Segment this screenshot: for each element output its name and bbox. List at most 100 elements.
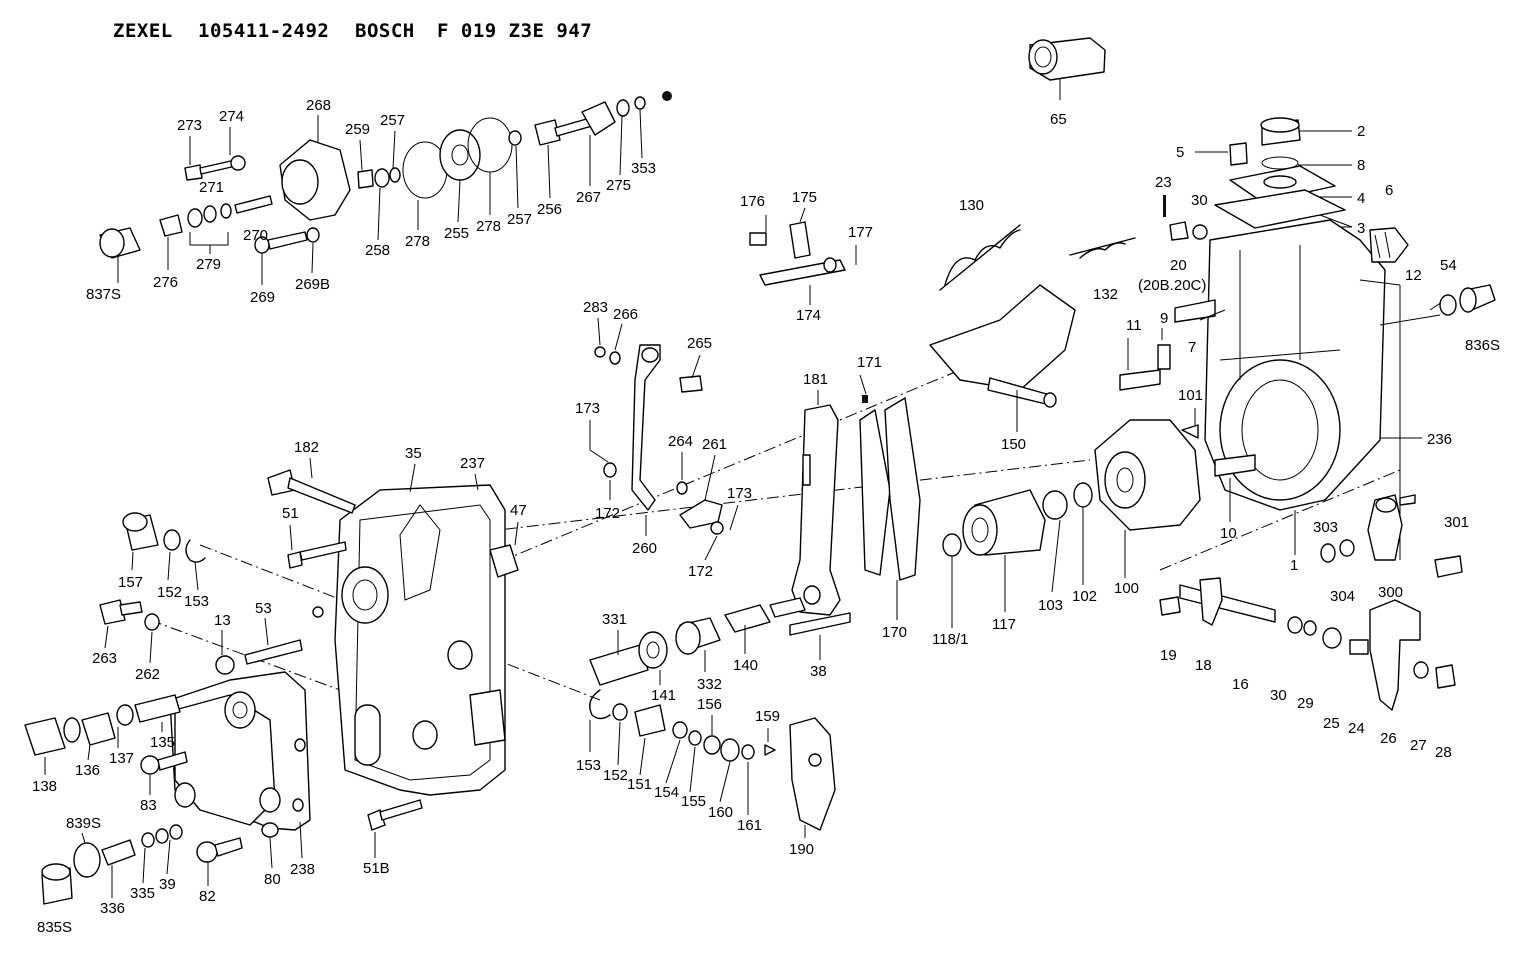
label-335: 335: [130, 885, 155, 902]
label-30-bottom: 30: [1270, 687, 1287, 704]
label-182: 182: [294, 439, 319, 456]
title-part-bosch: F 019 Z3E 947: [437, 20, 592, 42]
label-236: 236: [1427, 431, 1452, 448]
label-117: 117: [992, 616, 1016, 633]
label-18: 18: [1195, 657, 1212, 674]
part-labels: 65 2 5 8 4 23 30 3 6 20 (20B.20C) 12 54 …: [32, 97, 1500, 936]
label-257-bottom: 257: [507, 211, 532, 228]
label-6: 6: [1385, 182, 1393, 199]
label-24: 24: [1348, 720, 1365, 737]
label-268: 268: [306, 97, 331, 114]
label-29: 29: [1297, 695, 1314, 712]
label-173-right: 173: [727, 485, 752, 502]
label-176: 176: [740, 193, 765, 210]
label-238: 238: [290, 861, 315, 878]
label-260: 260: [632, 540, 657, 557]
label-100: 100: [1114, 580, 1139, 597]
label-138: 138: [32, 778, 57, 795]
label-160: 160: [708, 804, 733, 821]
bolts-left: [215, 469, 356, 675]
lever-300-group: [1320, 494, 1463, 578]
label-258: 258: [365, 242, 390, 259]
label-173-left: 173: [575, 400, 600, 417]
label-275: 275: [606, 177, 631, 194]
label-270: 270: [243, 227, 268, 244]
label-39: 39: [159, 876, 176, 893]
bracket-174: [749, 221, 846, 286]
left-fitting-group: [24, 694, 188, 775]
label-257-top: 257: [380, 112, 405, 129]
label-30-top: 30: [1191, 192, 1208, 209]
label-51: 51: [282, 505, 299, 522]
label-835S: 835S: [37, 919, 72, 936]
label-171: 171: [857, 354, 882, 371]
label-23: 23: [1155, 174, 1172, 191]
label-65: 65: [1050, 111, 1067, 128]
label-839S: 839S: [66, 815, 101, 832]
label-255: 255: [444, 225, 469, 242]
label-152-bottom: 152: [603, 767, 628, 784]
label-151: 151: [627, 776, 652, 793]
label-256: 256: [537, 201, 562, 218]
label-2: 2: [1357, 123, 1365, 140]
label-259: 259: [345, 121, 370, 138]
label-4: 4: [1357, 190, 1365, 207]
label-331: 331: [602, 611, 627, 628]
label-177: 177: [848, 224, 873, 241]
label-353: 353: [631, 160, 656, 177]
label-20: 20: [1170, 257, 1187, 274]
flyweight-100: [1094, 419, 1201, 531]
label-150: 150: [1001, 436, 1026, 453]
label-20bc: (20B.20C): [1138, 277, 1206, 294]
label-172-right: 172: [688, 563, 713, 580]
label-8: 8: [1357, 157, 1365, 174]
label-278-right: 278: [476, 218, 501, 235]
top-left-diaphragm-group: [99, 91, 672, 259]
label-174: 174: [796, 307, 821, 324]
label-265: 265: [687, 335, 712, 352]
label-332: 332: [697, 676, 722, 693]
label-266: 266: [613, 306, 638, 323]
label-278-left: 278: [405, 233, 430, 250]
label-157: 157: [118, 574, 143, 591]
label-261: 261: [702, 436, 727, 453]
label-181: 181: [803, 371, 828, 388]
label-267: 267: [576, 189, 601, 206]
label-175: 175: [792, 189, 817, 206]
title-maker-bosch: BOSCH: [355, 20, 415, 42]
label-25: 25: [1323, 715, 1340, 732]
governor-cover-assembly: [1119, 117, 1496, 560]
label-300: 300: [1378, 584, 1403, 601]
label-83: 83: [140, 797, 157, 814]
label-3: 3: [1357, 220, 1365, 237]
label-27: 27: [1410, 737, 1427, 754]
label-130: 130: [959, 197, 984, 214]
label-274: 274: [219, 108, 244, 125]
label-136: 136: [75, 762, 100, 779]
title-maker-zexel: ZEXEL: [113, 20, 173, 42]
label-154: 154: [654, 784, 679, 801]
label-82: 82: [199, 888, 216, 905]
label-51B: 51B: [363, 860, 390, 877]
label-7: 7: [1188, 339, 1196, 356]
front-cover-238-80: [169, 671, 311, 838]
part-65-nut: [1028, 37, 1106, 100]
label-336: 336: [100, 900, 125, 917]
label-28: 28: [1435, 744, 1452, 761]
label-1: 1: [1290, 557, 1298, 574]
label-190: 190: [789, 841, 814, 858]
label-303: 303: [1313, 519, 1338, 536]
label-161: 161: [737, 817, 762, 834]
label-47: 47: [510, 502, 527, 519]
label-135: 135: [150, 734, 175, 751]
label-54: 54: [1440, 257, 1457, 274]
label-301: 301: [1444, 514, 1469, 531]
stop-screw-group: [589, 597, 806, 686]
housing-35-237: [334, 484, 519, 796]
shaft-16-group: [1159, 577, 1456, 711]
label-141: 141: [651, 687, 676, 704]
label-304: 304: [1330, 588, 1355, 605]
label-153-bottom: 153: [576, 757, 601, 774]
label-12: 12: [1405, 267, 1422, 284]
